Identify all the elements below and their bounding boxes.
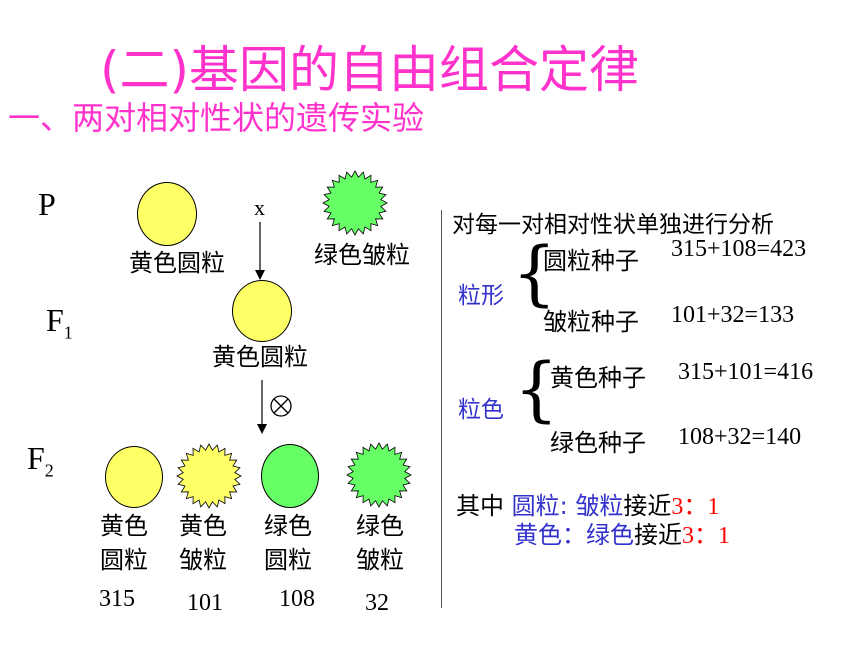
conclusion-prefix: 其中 — [456, 492, 512, 520]
color-row1-name: 黄色种子 — [550, 364, 646, 392]
f2-label-1-line2: 圆粒 — [100, 546, 148, 574]
ratio1-near: 接近 — [623, 492, 672, 520]
color-group-label: 粒色 — [458, 397, 504, 423]
conclusion-line-2: 黄色：绿色接近3：1 — [514, 515, 730, 550]
f1-letter: F — [46, 302, 64, 338]
ratio2-value: 3：1 — [682, 523, 730, 549]
shape-row2-value: 101+32=133 — [671, 302, 795, 328]
cross-symbol: x — [254, 195, 265, 220]
ratio1-a: 圆粒 — [511, 492, 560, 520]
f2-label-2-line2: 皱粒 — [179, 546, 227, 574]
f2-label-1-line1: 黄色 — [100, 512, 148, 540]
ratio2-a: 黄色 — [514, 521, 562, 549]
f2-green-wrinkled-seed — [346, 442, 412, 508]
shape-row2-name: 皱粒种子 — [543, 308, 639, 336]
parent-yellow-round-seed — [137, 182, 197, 246]
f2-subscript: 2 — [44, 460, 54, 481]
ratio1-value: 3：1 — [671, 494, 720, 520]
parent-green-wrinkled-seed — [322, 170, 388, 236]
ratio1-b: 皱粒 — [575, 492, 624, 520]
shape-brace: { — [512, 232, 557, 314]
f2-label-4-line1: 绿色 — [356, 512, 404, 540]
f2-count-1: 315 — [99, 586, 135, 612]
shape-group-label: 粒形 — [458, 283, 504, 309]
f2-count-2: 101 — [187, 590, 223, 616]
shape-row1-name: 圆粒种子 — [543, 247, 639, 275]
shape-row1-value: 315+108=423 — [671, 236, 807, 262]
ratio2-b: 绿色 — [586, 521, 634, 549]
generation-f1-label: F1 — [46, 302, 73, 343]
f2-label-3-line2: 圆粒 — [264, 546, 312, 574]
generation-p-label: P — [38, 186, 56, 222]
f2-count-3: 108 — [279, 586, 315, 612]
ratio1-sep: : — [559, 492, 576, 520]
ratio2-sep: ： — [562, 521, 586, 549]
color-row2-value: 108+32=140 — [678, 424, 802, 450]
parent-left-label: 黄色圆粒 — [129, 249, 225, 277]
color-brace: { — [514, 348, 559, 430]
conclusion-line-1: 其中 圆粒: 皱粒接近3：1 — [456, 486, 719, 521]
f1-subscript: 1 — [63, 322, 73, 343]
analysis-heading: 对每一对相对性状单独进行分析 — [452, 212, 774, 238]
f2-label-4-line2: 皱粒 — [356, 546, 404, 574]
arrow-p-to-f1 — [255, 222, 265, 280]
color-row1-value: 315+101=416 — [678, 359, 814, 385]
generation-f2-label: F2 — [27, 440, 54, 481]
page-subtitle: 一、两对相对性状的遗传实验 — [8, 99, 425, 137]
f2-count-4: 32 — [365, 590, 389, 616]
self-cross-icon — [270, 395, 292, 417]
vertical-divider — [441, 210, 442, 608]
f2-yellow-wrinkled-seed — [176, 443, 242, 509]
f1-label: 黄色圆粒 — [212, 343, 308, 371]
color-row2-name: 绿色种子 — [550, 429, 646, 457]
page-title: (二)基因的自由组合定律 — [100, 41, 640, 99]
f2-label-3-line1: 绿色 — [264, 512, 312, 540]
arrow-f1-to-f2 — [257, 380, 267, 434]
parent-right-label: 绿色皱粒 — [314, 241, 410, 269]
f1-yellow-round-seed — [232, 280, 292, 342]
f2-green-round-seed — [261, 444, 319, 508]
ratio2-near: 接近 — [634, 521, 682, 549]
f2-yellow-round-seed — [105, 446, 163, 508]
f2-label-2-line1: 黄色 — [179, 512, 227, 540]
f2-letter: F — [27, 440, 45, 476]
